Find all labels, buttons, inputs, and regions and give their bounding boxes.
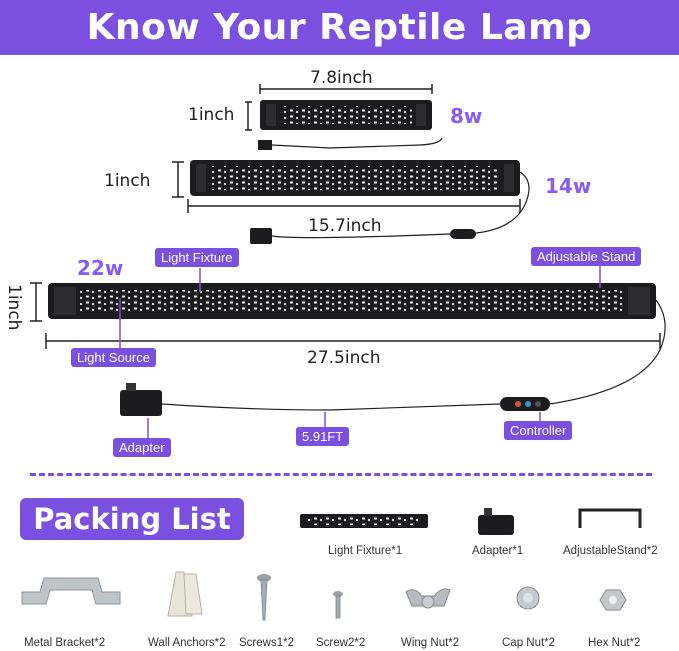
- large-width-label: 27.5inch: [307, 348, 381, 368]
- medium-lamp: [172, 160, 530, 244]
- stand-icon: [578, 508, 642, 528]
- packing-list-banner: Packing List: [20, 498, 244, 540]
- screw-icon: [333, 591, 343, 619]
- small-lamp: [245, 84, 443, 150]
- medium-width-label: 15.7inch: [308, 216, 382, 236]
- large-lamp: [30, 266, 666, 438]
- light-source-callout: Light Source: [71, 348, 156, 367]
- section-divider: [30, 473, 652, 476]
- light-fixture-callout: Light Fixture: [155, 248, 239, 267]
- packing-item-label: Hex Nut*2: [588, 637, 641, 649]
- hex-nut-icon: [599, 589, 627, 611]
- packing-list-title: Packing List: [33, 502, 231, 536]
- packing-item-label: Screws1*2: [239, 637, 294, 649]
- large-watt-label: 22w: [77, 256, 124, 280]
- packing-item-label: AdjustableStand*2: [563, 545, 658, 557]
- packing-item-label: Cap Nut*2: [502, 637, 556, 649]
- title-banner: Know Your Reptile Lamp: [0, 0, 679, 55]
- adapter-callout: Adapter: [113, 438, 171, 457]
- packing-item-label: Adapter*1: [472, 545, 524, 557]
- packing-item-label: Wing Nut*2: [401, 637, 460, 649]
- packing-item-label: Wall Anchors*2: [148, 637, 226, 649]
- screw-icon: [257, 574, 271, 621]
- packing-item-label: Screw2*2: [316, 637, 366, 649]
- cap-nut-icon: [516, 586, 540, 610]
- metal-bracket-icon: [21, 577, 121, 605]
- light-fixture-icon: [300, 514, 428, 528]
- large-height-label: 1inch: [4, 284, 24, 331]
- controller-callout: Controller: [504, 421, 573, 440]
- small-width-label: 7.8inch: [310, 68, 373, 88]
- medium-watt-label: 14w: [545, 174, 592, 198]
- wall-anchor-icon: [167, 571, 203, 617]
- adapter-icon: [478, 508, 514, 535]
- packing-item-label: Metal Bracket*2: [24, 637, 106, 649]
- medium-height-label: 1inch: [104, 171, 151, 191]
- page-title: Know Your Reptile Lamp: [86, 7, 593, 48]
- small-height-label: 1inch: [188, 105, 235, 125]
- cable-length-callout: 5.91FT: [296, 427, 350, 446]
- adjustable-stand-callout: Adjustable Stand: [531, 247, 642, 266]
- wing-nut-icon: [405, 588, 451, 609]
- small-watt-label: 8w: [450, 104, 483, 128]
- packing-item-label: Light Fixture*1: [328, 545, 403, 557]
